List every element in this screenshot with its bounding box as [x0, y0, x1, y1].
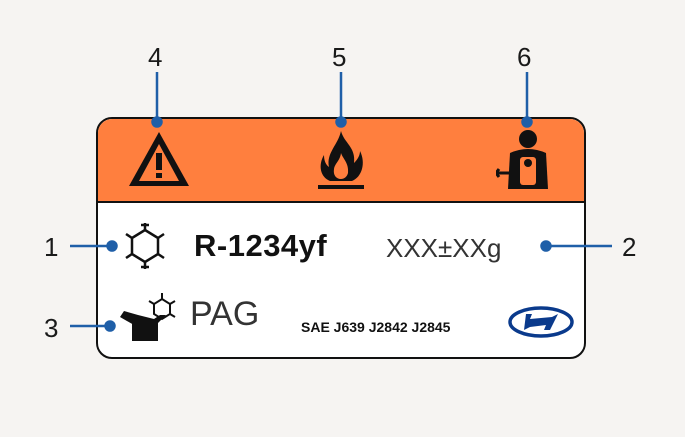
sae-standards: SAE J639 J2842 J2845 — [301, 319, 451, 335]
technician-icon — [496, 130, 548, 189]
flammable-icon — [318, 131, 364, 189]
callout-number-6: 6 — [517, 42, 532, 72]
callout-number-1: 1 — [44, 232, 59, 262]
callout-number-4: 4 — [148, 42, 163, 72]
callout-number-3: 3 — [44, 313, 59, 343]
label-warning-band — [98, 119, 584, 203]
callout-number-5: 5 — [332, 42, 347, 72]
hyundai-logo-icon — [508, 306, 574, 338]
refrigerant-icon — [125, 223, 165, 269]
refrigerant-charge-amount: XXX±XXg — [386, 233, 502, 263]
warning-icon — [129, 132, 189, 186]
refrigerant-type: R-1234yf — [194, 228, 328, 263]
callout-number-2: 2 — [622, 232, 637, 262]
oil-type: PAG — [190, 295, 260, 333]
oil-can-icon — [120, 293, 176, 341]
refrigerant-label: R-1234yf XXX±XXg PAG SAE J639 J2842 J284… — [96, 117, 586, 359]
